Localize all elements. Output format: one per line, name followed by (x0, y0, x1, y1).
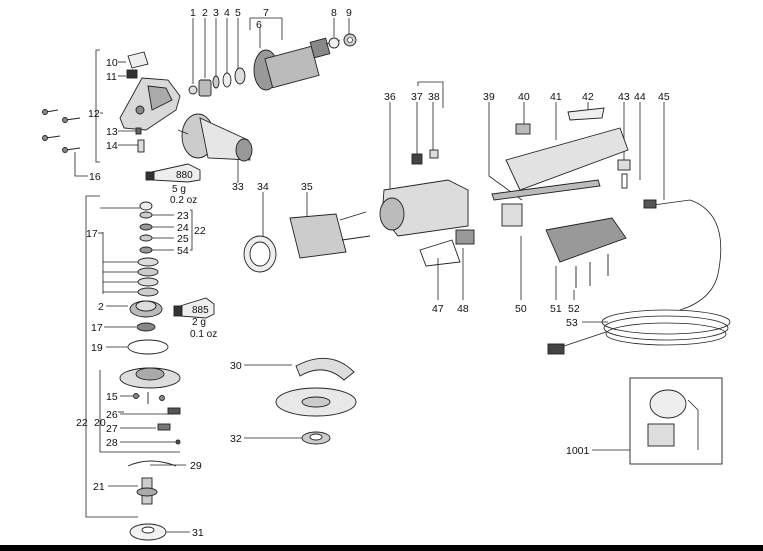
label-part-22-side: 22 (76, 417, 88, 429)
grease-tube-880-code: 880 (176, 170, 193, 181)
label-part-43: 43 (618, 91, 630, 103)
label-part-50: 50 (515, 303, 527, 315)
label-part-16: 16 (89, 171, 101, 183)
label-part-6: 6 (256, 19, 262, 31)
leader-lines (74, 17, 665, 533)
label-part-32: 32 (230, 433, 242, 445)
label-part-5: 5 (235, 7, 241, 19)
bottom-border-bar (0, 545, 763, 551)
label-part-36: 36 (384, 91, 396, 103)
label-part-27: 27 (106, 423, 118, 435)
wheel-guard (275, 357, 357, 445)
inset-detail-1001 (629, 377, 723, 465)
grease-tube-880-grams: 5 g (172, 184, 186, 195)
label-part-38: 38 (428, 91, 440, 103)
bearing-flange (119, 367, 181, 467)
label-part-3: 3 (213, 7, 219, 19)
label-part-17-b: 17 (91, 322, 103, 334)
screws (42, 109, 81, 153)
label-part-30: 30 (230, 360, 242, 372)
label-part-1: 1 (190, 7, 196, 19)
label-part-52: 52 (568, 303, 580, 315)
label-part-12: 12 (88, 108, 100, 120)
label-part-37: 37 (411, 91, 423, 103)
grease-tube-885-code: 885 (192, 305, 209, 316)
label-part-22-top: 22 (194, 225, 206, 237)
label-part-47: 47 (432, 303, 444, 315)
part-number-labels: 1 2 3 4 5 6 7 8 9 10 11 12 13 14 16 22 2… (76, 7, 670, 539)
handle-housing (419, 107, 631, 288)
side-handle (177, 113, 253, 162)
label-part-45: 45 (658, 91, 670, 103)
label-part-1001: 1001 (566, 445, 590, 457)
label-part-8: 8 (331, 7, 337, 19)
motor-components (243, 149, 469, 273)
label-part-40: 40 (518, 91, 530, 103)
washer-stack (137, 201, 159, 297)
label-part-42: 42 (582, 91, 594, 103)
label-part-34: 34 (257, 181, 269, 193)
label-part-54: 54 (177, 245, 189, 257)
gear-housing (119, 51, 181, 153)
label-part-4: 4 (224, 7, 230, 19)
label-part-13: 13 (106, 126, 118, 138)
label-part-11: 11 (106, 71, 117, 83)
grease-tube-885: 885 2 g 0.1 oz (173, 297, 217, 340)
label-part-2: 2 (202, 7, 208, 19)
label-part-41: 41 (550, 91, 562, 103)
label-part-17-a: 17 (86, 228, 98, 240)
label-part-29: 29 (190, 460, 202, 472)
label-part-24: 24 (177, 222, 189, 234)
spindle (129, 477, 167, 541)
label-part-26: 26 (106, 409, 118, 421)
label-part-9: 9 (346, 7, 352, 19)
label-part-2-b: 2 (98, 301, 104, 313)
label-part-48: 48 (457, 303, 469, 315)
grease-tube-880: 880 5 g 0.2 oz (145, 163, 201, 206)
label-part-7: 7 (263, 7, 269, 19)
label-part-44: 44 (634, 91, 646, 103)
label-part-51: 51 (550, 303, 562, 315)
bevel-gear (127, 300, 169, 355)
grease-tube-885-grams: 2 g (192, 317, 206, 328)
label-part-33: 33 (232, 181, 244, 193)
label-part-10: 10 (106, 57, 118, 69)
label-part-19: 19 (91, 342, 103, 354)
label-part-39: 39 (483, 91, 495, 103)
armature-assembly (188, 33, 357, 97)
label-part-21: 21 (93, 481, 105, 493)
label-part-53: 53 (566, 317, 578, 329)
grease-tube-885-ounces: 0.1 oz (190, 329, 217, 340)
power-cord (547, 199, 731, 355)
label-part-20: 20 (94, 417, 106, 429)
label-part-31: 31 (192, 527, 204, 539)
label-part-14: 14 (106, 140, 118, 152)
label-part-28: 28 (106, 437, 118, 449)
label-part-15: 15 (106, 391, 118, 403)
label-part-25: 25 (177, 233, 189, 245)
grease-tube-880-ounces: 0.2 oz (170, 195, 197, 206)
label-part-23: 23 (177, 210, 189, 222)
label-part-35: 35 (301, 181, 313, 193)
